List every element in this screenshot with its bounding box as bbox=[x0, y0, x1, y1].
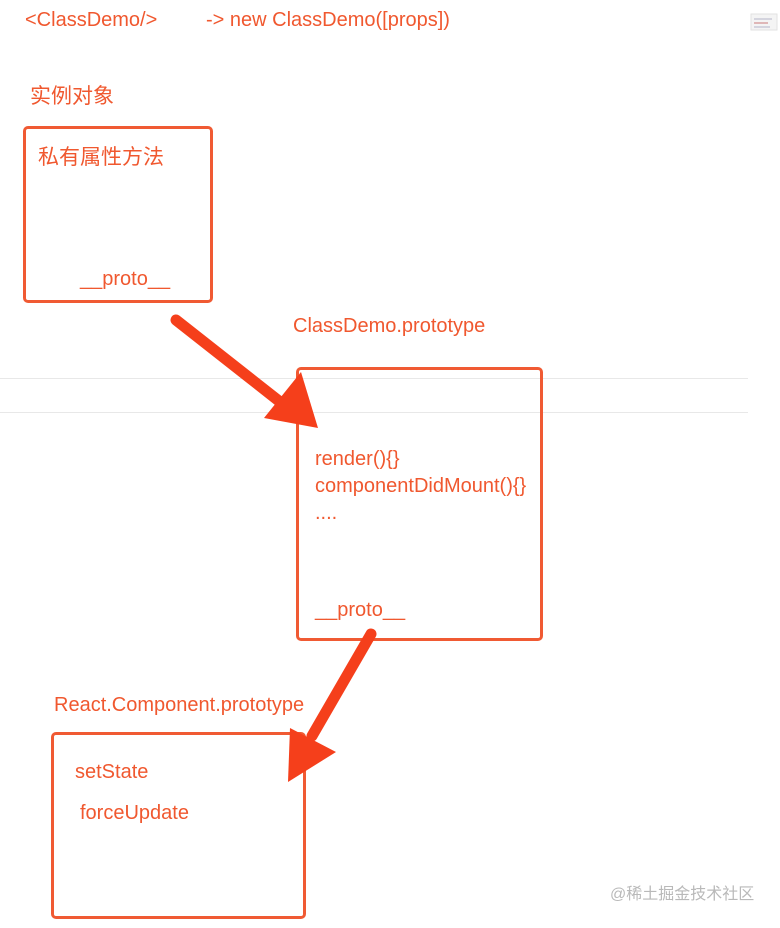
watermark: @稀土掘金技术社区 bbox=[610, 886, 755, 903]
class-prototype-title: ClassDemo.prototype bbox=[293, 315, 486, 337]
method-render: render(){} bbox=[315, 448, 400, 470]
arrow-class-to-react-prototype bbox=[288, 628, 377, 782]
thumbnail-icon bbox=[750, 13, 778, 31]
instantiation-label: -> new ClassDemo([props]) bbox=[206, 9, 450, 31]
instance-title: 实例对象 bbox=[30, 85, 114, 108]
own-properties-label: 私有属性方法 bbox=[38, 146, 164, 169]
divider-line bbox=[0, 378, 748, 379]
instance-proto-label: __proto__ bbox=[80, 268, 171, 290]
divider-line bbox=[0, 412, 748, 413]
react-prototype-box: setState forceUpdate bbox=[51, 732, 306, 919]
method-setstate: setState bbox=[75, 761, 149, 783]
instance-box: 私有属性方法 __proto__ bbox=[23, 126, 213, 303]
class-prototype-proto-label: __proto__ bbox=[315, 599, 406, 621]
jsx-tag-label: <ClassDemo/> bbox=[25, 9, 158, 31]
method-forceupdate: forceUpdate bbox=[80, 802, 189, 824]
react-prototype-title: React.Component.prototype bbox=[54, 694, 305, 716]
class-prototype-box: render(){} componentDidMount(){} .... __… bbox=[296, 367, 543, 641]
arrow-instance-to-class-prototype bbox=[170, 314, 318, 428]
method-ellipsis: .... bbox=[315, 502, 338, 524]
method-componentdidmount: componentDidMount(){} bbox=[315, 475, 527, 497]
